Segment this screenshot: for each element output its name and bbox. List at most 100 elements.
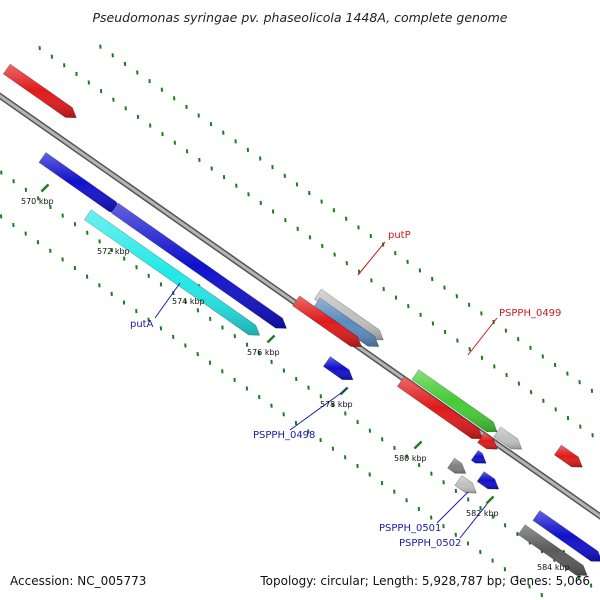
tick-dot — [382, 286, 385, 292]
tick-dot — [566, 371, 569, 376]
major-tick — [413, 440, 423, 450]
gene-arrow-gray-c[interactable] — [454, 475, 477, 494]
tick-dot — [295, 377, 298, 382]
tick-dot — [123, 61, 127, 66]
tick-dot — [431, 321, 435, 326]
label-leaders — [154, 241, 498, 539]
tick-dot — [332, 208, 336, 213]
tick-dot — [235, 183, 238, 188]
genome-backbone — [0, 92, 600, 520]
tick-dot — [479, 506, 482, 511]
gene-label-putP[interactable]: putP — [388, 230, 411, 241]
tick-dot — [529, 345, 532, 350]
tick-dot — [307, 429, 310, 434]
tick-dot — [282, 412, 285, 417]
leader-putP — [357, 241, 386, 276]
tick-label-580: 580 kbp — [394, 454, 427, 463]
tick-dot — [419, 312, 422, 317]
gene-arrow-forward-c[interactable] — [396, 376, 484, 440]
gene-arrow-PSPPH_0501[interactable] — [470, 449, 487, 464]
leader-putA — [154, 282, 181, 319]
tick-label-578: 578 kbp — [320, 400, 353, 409]
tick-dot — [209, 122, 213, 127]
tick-dot — [0, 214, 3, 219]
tick-dot — [529, 390, 533, 395]
tick-dot — [234, 139, 237, 144]
tick-dot — [196, 308, 200, 313]
tick-dot — [380, 481, 384, 486]
tick-dot — [368, 472, 371, 477]
gene-label-PSPPH_0501[interactable]: PSPPH_0501 — [379, 523, 441, 534]
tick-dot — [493, 364, 496, 369]
tick-dot — [258, 395, 261, 400]
tick-dot — [49, 248, 52, 253]
tick-dot — [357, 225, 360, 230]
tick-dot — [221, 369, 224, 374]
tick-dot — [222, 175, 226, 180]
gene-label-putA[interactable]: putA — [130, 319, 154, 330]
tick-dot — [503, 567, 507, 572]
tick-dot — [124, 106, 127, 111]
tick-dot — [282, 368, 286, 373]
tick-dot — [466, 541, 470, 546]
tick-dot — [333, 252, 336, 257]
gene-arrow-PSPPH_0498[interactable] — [322, 356, 354, 381]
tick-dot — [159, 326, 163, 331]
tick-dot — [135, 265, 138, 270]
gene-arrow-PSPPH_0499[interactable] — [411, 369, 498, 433]
genome-summary-text: Topology: circular; Length: 5,928,787 bp… — [260, 574, 590, 588]
tick-dot — [577, 574, 580, 580]
tick-dot — [393, 489, 396, 494]
gene-arrow-putA[interactable] — [83, 209, 261, 336]
tick-dot — [405, 498, 408, 503]
gene-arrow-gray-b[interactable] — [493, 426, 523, 450]
tick-dot — [516, 531, 519, 537]
tick-dot — [85, 274, 89, 279]
tick-dot — [110, 291, 113, 296]
tick-dot — [208, 360, 212, 365]
tick-dot — [579, 424, 582, 429]
gene-label-PSPPH_0502[interactable]: PSPPH_0502 — [399, 538, 461, 549]
tick-dot — [73, 265, 77, 271]
tick-dot — [99, 44, 102, 49]
tick-dot — [370, 278, 373, 283]
gene-arrow-forward[interactable] — [2, 63, 77, 119]
tick-dot — [135, 309, 138, 314]
tick-dot — [294, 420, 298, 425]
tick-dot — [245, 386, 249, 391]
tick-dot — [123, 256, 126, 261]
tick-dot — [49, 204, 52, 210]
gene-arrow-putP-gray[interactable] — [313, 288, 384, 341]
tick-dot — [479, 549, 482, 555]
gene-arrow-reverse-end[interactable] — [532, 510, 600, 562]
tick-dot — [590, 388, 594, 393]
gene-label-PSPPH_0498[interactable]: PSPPH_0498 — [253, 430, 315, 441]
tick-dot — [87, 80, 90, 85]
tick-dot — [38, 46, 41, 51]
tick-dot — [86, 230, 89, 235]
tick-dot — [480, 355, 484, 360]
tick-dot — [295, 182, 299, 187]
tick-dot — [503, 523, 507, 528]
gene-arrow-forward-d[interactable] — [477, 432, 498, 450]
tick-dot — [159, 282, 163, 287]
gene-arrow-forward-b[interactable] — [292, 295, 363, 348]
tick-dot — [172, 334, 175, 339]
gene-label-PSPPH_0499[interactable]: PSPPH_0499 — [499, 308, 561, 319]
tick-dot — [147, 273, 150, 278]
gene-arrow-forward-e[interactable] — [553, 444, 583, 468]
map-title: Pseudomonas syringae pv. phaseolicola 14… — [92, 10, 508, 25]
tick-dot — [148, 79, 151, 84]
backbone-line — [0, 94, 600, 518]
tick-dot — [149, 123, 152, 128]
tick-dot — [110, 247, 114, 253]
tick-dot — [222, 130, 225, 135]
gene-arrow-dark-end[interactable] — [517, 524, 588, 576]
tick-dot — [50, 54, 54, 59]
tick-dot — [0, 170, 3, 175]
gene-arrow-reverse-small[interactable] — [476, 471, 500, 490]
gene-arrow-PSPPH_0502[interactable] — [447, 457, 467, 474]
tick-dot — [454, 532, 457, 537]
gene-arrow-reverse-long[interactable] — [110, 202, 287, 329]
